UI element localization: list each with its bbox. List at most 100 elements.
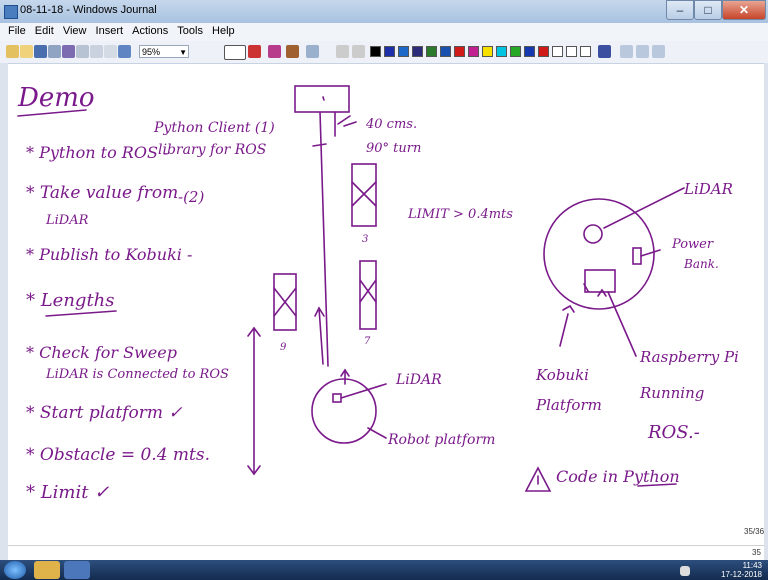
page-number: 35 — [752, 548, 761, 557]
color-black-swatch[interactable] — [370, 46, 381, 57]
text-tool-icon[interactable] — [306, 45, 319, 58]
robot-platform-circle — [312, 379, 376, 443]
zoom-in-icon[interactable] — [636, 45, 649, 58]
menu-bar: File Edit View Insert Actions Tools Help — [0, 23, 768, 41]
highlighter-icon[interactable] — [248, 45, 261, 58]
color-green-swatch[interactable] — [426, 46, 437, 57]
new-note-icon[interactable] — [6, 45, 19, 58]
menu-actions[interactable]: Actions — [129, 23, 171, 37]
color-lime-swatch[interactable] — [510, 46, 521, 57]
explorer-taskbar-icon[interactable] — [34, 561, 60, 579]
label-lidar-mid: LiDAR — [395, 372, 442, 388]
note-canvas[interactable]: Demo * Python to ROS - Python Client (1)… — [8, 66, 764, 558]
journal-app-icon — [4, 5, 18, 19]
note-take-value: * Take value from — [26, 183, 178, 203]
lengths-underline — [46, 311, 116, 316]
pen-tool-icon[interactable] — [224, 45, 246, 60]
color-navy-swatch[interactable] — [412, 46, 423, 57]
label-ros: ROS.- — [647, 422, 700, 443]
toolbar: 95%▼ — [0, 41, 768, 64]
power-bank-box — [633, 248, 641, 264]
note-python-ros: * Python to ROS - — [26, 143, 168, 162]
pen-icon[interactable] — [62, 45, 75, 58]
chevron-down-icon: ▼ — [179, 46, 187, 59]
lasso-icon[interactable] — [286, 45, 299, 58]
demo-heading: Demo — [17, 83, 95, 113]
label-limit: LIMIT > 0.4mts — [407, 207, 513, 222]
label-bank: Bank. — [683, 257, 719, 271]
copy-icon[interactable] — [90, 45, 103, 58]
label-code-python: Code in Python — [556, 467, 680, 486]
color-magenta-swatch[interactable] — [468, 46, 479, 57]
page-indicator: 35/36 — [744, 527, 764, 536]
print-icon[interactable] — [48, 45, 61, 58]
menu-view[interactable]: View — [60, 23, 90, 37]
right-margin — [764, 63, 768, 560]
label-kobuki-platform: Platform — [535, 396, 602, 414]
label-raspberry-pi: Raspberry Pi — [639, 348, 739, 366]
menu-edit[interactable]: Edit — [32, 23, 57, 37]
clock-date: 17-12-2018 — [721, 570, 762, 579]
color-red-swatch[interactable] — [454, 46, 465, 57]
color-lightblue-swatch[interactable] — [398, 46, 409, 57]
start-button[interactable] — [4, 561, 26, 579]
format-icon[interactable] — [598, 45, 611, 58]
window-title: 08-11-18 - Windows Journal — [20, 4, 157, 16]
lidar-circle — [584, 225, 602, 243]
minimize-button[interactable]: – — [666, 0, 694, 20]
note-lengths: * Lengths — [26, 290, 115, 311]
note-publish-kobuki: * Publish to Kobuki - — [26, 245, 192, 264]
menu-tools[interactable]: Tools — [174, 23, 206, 37]
note-library-ros: library for ROS — [158, 142, 266, 158]
paste-icon[interactable] — [104, 45, 117, 58]
italic-icon[interactable] — [352, 45, 365, 58]
note-limit: * Limit ✓ — [26, 482, 109, 503]
close-button[interactable]: ✕ — [722, 0, 766, 20]
cut-icon[interactable] — [76, 45, 89, 58]
color-darkblue-swatch[interactable] — [524, 46, 535, 57]
page-divider — [8, 545, 764, 546]
note-start-platform: * Start platform ✓ — [26, 403, 183, 423]
obstacle-box-7 — [360, 261, 376, 329]
color-white-swatch[interactable] — [552, 46, 563, 57]
label-distance: 40 cms. — [365, 117, 417, 132]
label-box-9: 9 — [280, 342, 287, 353]
taskbar-clock[interactable]: 11:43 17-12-2018 — [721, 561, 762, 579]
clock-time: 11:43 — [721, 561, 762, 570]
zoom-out-icon[interactable] — [652, 45, 665, 58]
label-robot-platform: Robot platform — [387, 432, 495, 448]
zoom-select[interactable]: 95%▼ — [139, 45, 189, 58]
color-royalblue-swatch[interactable] — [440, 46, 451, 57]
color-cyan-swatch[interactable] — [496, 46, 507, 57]
save-icon[interactable] — [34, 45, 47, 58]
menu-file[interactable]: File — [0, 23, 29, 37]
bold-icon[interactable] — [336, 45, 349, 58]
ink-layer: Demo * Python to ROS - Python Client (1)… — [8, 66, 764, 558]
title-bar: 08-11-18 - Windows Journal – □ ✕ — [0, 0, 768, 24]
tray-icons[interactable] — [680, 566, 690, 576]
menu-help[interactable]: Help — [209, 23, 238, 37]
eraser-icon[interactable] — [268, 45, 281, 58]
select-icon[interactable] — [620, 45, 633, 58]
maximize-button[interactable]: □ — [694, 0, 722, 20]
undo-icon[interactable] — [118, 45, 131, 58]
note-lidar-connected: LiDAR is Connected to ROS — [45, 367, 229, 382]
color-yellow-swatch[interactable] — [482, 46, 493, 57]
note-check-sweep: * Check for Sweep — [26, 343, 177, 362]
note-step-2: -(2) — [178, 188, 204, 206]
taskbar: 11:43 17-12-2018 — [0, 560, 768, 580]
menu-insert[interactable]: Insert — [93, 23, 127, 37]
open-icon[interactable] — [20, 45, 33, 58]
color-crimson-swatch[interactable] — [538, 46, 549, 57]
note-lidar: LiDAR — [45, 213, 89, 228]
color-white2-swatch[interactable] — [566, 46, 577, 57]
color-white3-swatch[interactable] — [580, 46, 591, 57]
label-turn: 90° turn — [366, 141, 421, 156]
label-kobuki: Kobuki — [535, 366, 589, 384]
label-running: Running — [639, 384, 704, 402]
raspberry-pi-box — [585, 270, 615, 292]
left-margin — [0, 63, 8, 560]
journal-taskbar-icon[interactable] — [64, 561, 90, 579]
color-blue-swatch[interactable] — [384, 46, 395, 57]
label-box-7: 7 — [364, 336, 371, 347]
